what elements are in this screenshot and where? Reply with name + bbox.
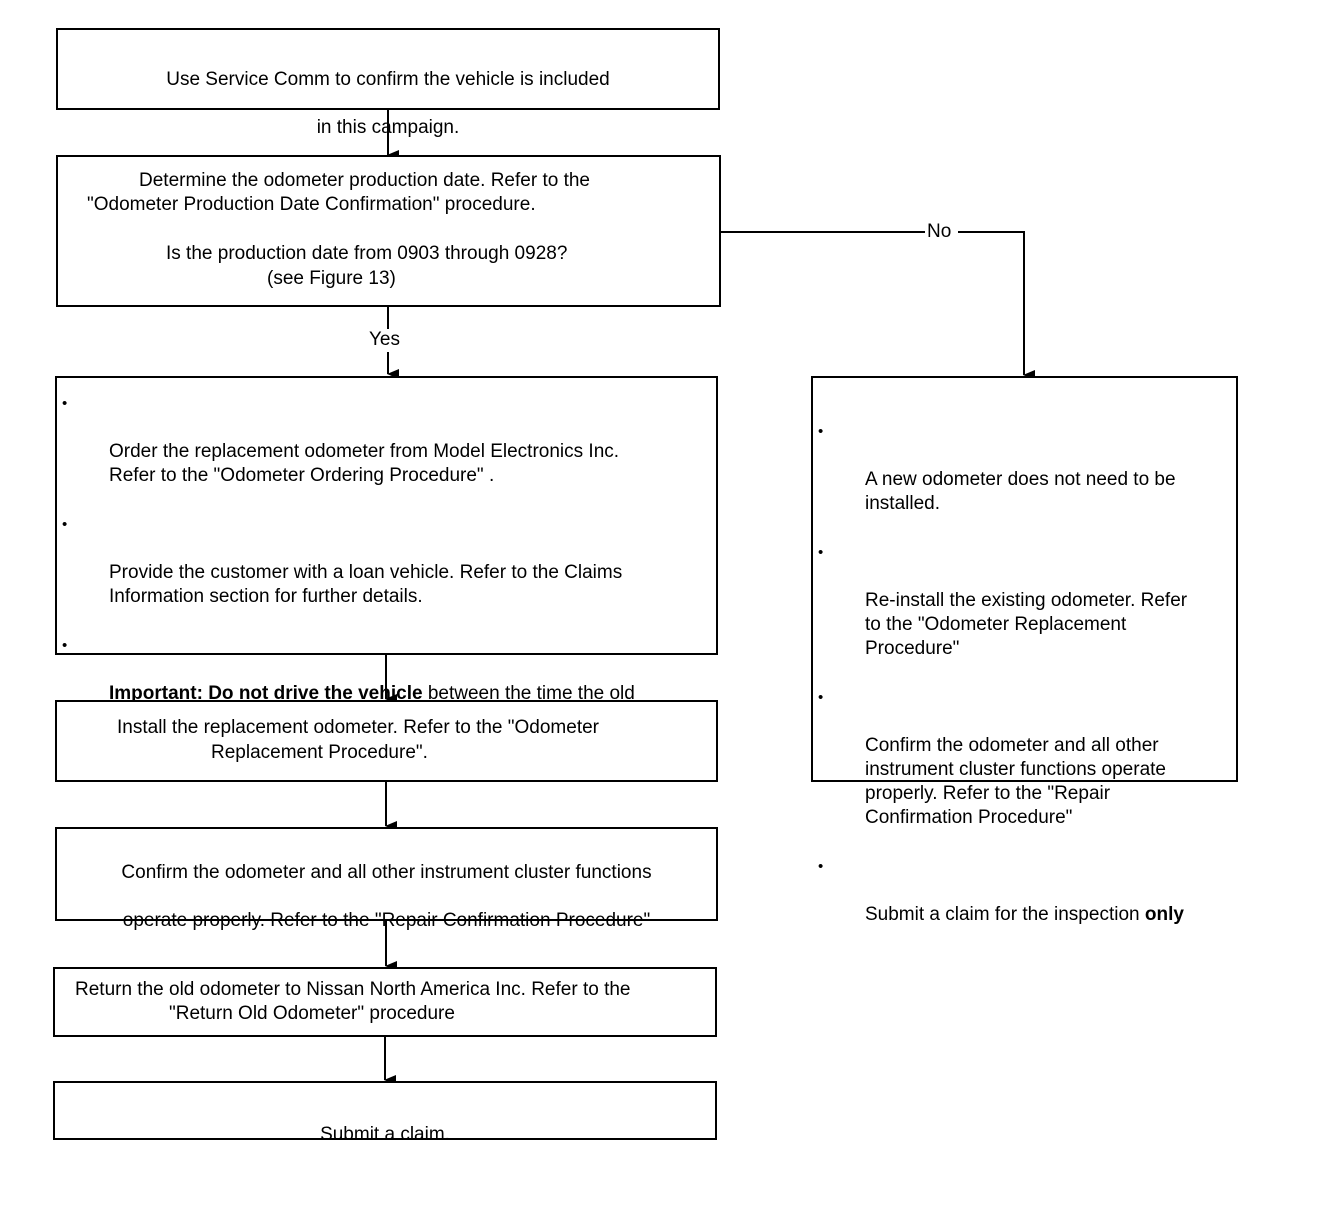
no-action-submit-inspection-claim: • Submit a claim for the inspection only	[813, 855, 1224, 927]
step-install-line-2: Replacement Procedure".	[211, 742, 428, 763]
step-return-box: Return the old odometer to Nissan North …	[53, 967, 717, 1037]
no-action-not-needed-text: A new odometer does not need to be insta…	[865, 469, 1176, 514]
decision-figure-reference: (see Figure 13)	[267, 268, 396, 289]
bullet-icon: •	[62, 637, 68, 654]
step-submit-claim-box: Submit a claim.	[53, 1081, 717, 1145]
no-actions-box: • A new odometer does not need to be ins…	[811, 376, 1238, 925]
decision-production-date-box: Determine the odometer production date. …	[56, 155, 721, 307]
bullet-icon: •	[818, 544, 824, 561]
no-actions-list: • A new odometer does not need to be ins…	[813, 420, 1224, 927]
bullet-icon: •	[818, 423, 824, 440]
decision-question: Is the production date from 0903 through…	[166, 243, 568, 264]
no-action-submit-inspection-emphasis: only	[1144, 904, 1184, 925]
step-install-line-1: Install the replacement odometer. Refer …	[117, 717, 599, 738]
yes-action-order-odometer: • Order the replacement odometer from Mo…	[57, 392, 706, 488]
step-confirm-campaign-line-1: Use Service Comm to confirm the vehicle …	[166, 69, 610, 90]
step-confirm-function-box: Confirm the odometer and all other instr…	[55, 827, 718, 931]
yes-actions-box: • Order the replacement odometer from Mo…	[55, 376, 718, 776]
bullet-icon: •	[818, 858, 824, 875]
decision-line-2: "Odometer Production Date Confirmation" …	[87, 194, 536, 215]
important-notice-emphasis: Important: Do not drive the vehicle	[109, 683, 423, 704]
step-confirm-function-line-1: Confirm the odometer and all other instr…	[121, 862, 652, 883]
bullet-icon: •	[62, 516, 68, 533]
bullet-icon: •	[818, 689, 824, 706]
no-action-reinstall: • Re-install the existing odometer. Refe…	[813, 541, 1224, 661]
step-return-line-1: Return the old odometer to Nissan North …	[75, 979, 631, 1000]
decision-line-1: Determine the odometer production date. …	[139, 170, 590, 191]
step-submit-claim-text: Submit a claim.	[320, 1124, 450, 1145]
branch-no-label: No	[925, 221, 954, 243]
step-install-box: Install the replacement odometer. Refer …	[55, 700, 718, 782]
step-confirm-campaign-box: Use Service Comm to confirm the vehicle …	[56, 28, 720, 138]
no-action-confirm-function: • Confirm the odometer and all other ins…	[813, 686, 1224, 830]
no-action-not-needed: • A new odometer does not need to be ins…	[813, 420, 1224, 516]
branch-yes-label: Yes	[367, 329, 402, 351]
yes-action-order-odometer-text: Order the replacement odometer from Mode…	[109, 441, 620, 486]
no-action-submit-inspection-text: Submit a claim for the inspection	[865, 904, 1145, 925]
no-action-confirm-function-text: Confirm the odometer and all other instr…	[865, 735, 1166, 828]
no-action-reinstall-text: Re-install the existing odometer. Refer …	[865, 590, 1188, 659]
step-return-line-2: "Return Old Odometer" procedure	[169, 1003, 455, 1024]
yes-action-loan-vehicle: • Provide the customer with a loan vehic…	[57, 513, 706, 609]
step-confirm-function-line-2: operate properly. Refer to the "Repair C…	[122, 910, 651, 931]
arrow-decision-to-no-actions	[720, 231, 1035, 380]
step-confirm-campaign-line-2: in this campaign.	[316, 117, 460, 138]
yes-action-loan-vehicle-text: Provide the customer with a loan vehicle…	[109, 562, 623, 607]
bullet-icon: •	[62, 395, 68, 412]
